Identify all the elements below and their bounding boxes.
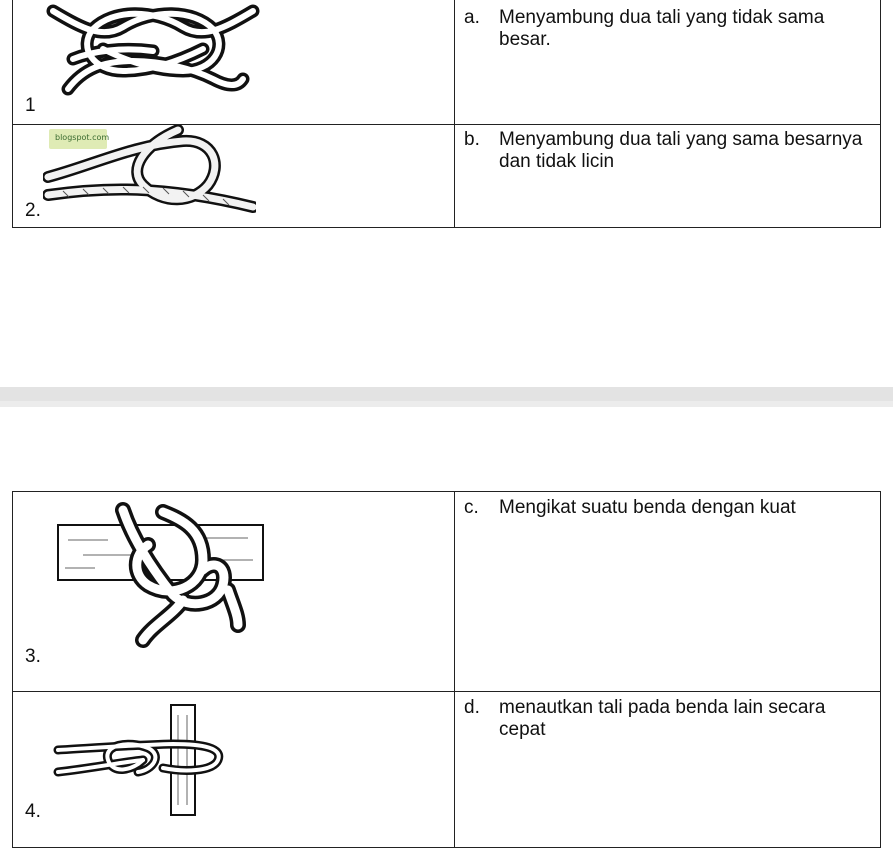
knot-number: 4. [25, 801, 41, 822]
knot-image-cell: 3. [12, 491, 455, 692]
answer-letter: a. [464, 7, 480, 28]
answer-cell: d. menautkan tali pada benda lain secara… [454, 691, 881, 848]
watermark-text: blogspot.com [55, 133, 110, 142]
watermark-badge [49, 129, 107, 149]
sheet-bend-icon [43, 125, 256, 213]
knot-image-cell: blogspot.com 2. [12, 124, 455, 228]
top-knot-table: 1 a. Menyambung dua tali yang tidak sama… [12, 0, 881, 228]
table-row: 4. d. menautkan tali pada benda lain sec… [12, 691, 881, 848]
answer-text: Menyambung dua tali yang tidak sama besa… [499, 7, 825, 50]
answer-text: menautkan tali pada benda lain secara ce… [499, 697, 826, 740]
answer-option-b: b. Menyambung dua tali yang sama besarny… [455, 125, 880, 173]
table-row: 3. c. Mengikat suatu benda dengan kuat [12, 491, 881, 692]
answer-letter: c. [464, 497, 479, 518]
sheet-bend-photo: blogspot.com [43, 125, 256, 218]
answer-letter: b. [464, 129, 480, 150]
answer-option-d: d. menautkan tali pada benda lain secara… [455, 692, 880, 741]
answer-option-a: a. Menyambung dua tali yang tidak sama b… [455, 0, 880, 51]
table-row: 1 a. Menyambung dua tali yang tidak sama… [12, 0, 881, 125]
answer-cell: a. Menyambung dua tali yang tidak sama b… [454, 0, 881, 125]
knot-image-cell: 1 [12, 0, 455, 125]
answer-text: Mengikat suatu benda dengan kuat [499, 497, 796, 518]
bottom-knot-table: 3. c. Mengikat suatu benda dengan kuat [12, 491, 881, 848]
table-row: blogspot.com 2. [12, 124, 881, 228]
knot-image-cell: 4. [12, 691, 455, 848]
timber-hitch-icon [57, 502, 264, 648]
answer-letter: d. [464, 697, 480, 718]
reef-knot-icon [46, 4, 260, 96]
answer-cell: b. Menyambung dua tali yang sama besarny… [454, 124, 881, 228]
knot-number: 3. [25, 646, 41, 667]
answer-option-c: c. Mengikat suatu benda dengan kuat [455, 492, 880, 519]
round-turn-hitch-icon [53, 704, 224, 816]
section-separator [0, 387, 893, 407]
answer-text: Menyambung dua tali yang sama besarnya d… [499, 129, 863, 172]
knot-number: 1 [25, 95, 36, 116]
answer-cell: c. Mengikat suatu benda dengan kuat [454, 491, 881, 692]
knot-number: 2. [25, 200, 41, 221]
